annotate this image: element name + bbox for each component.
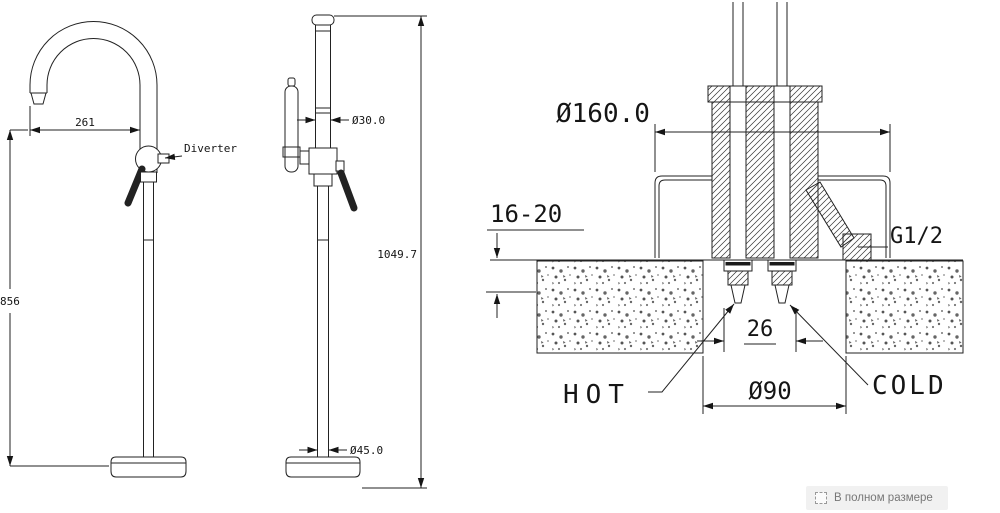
floor-base bbox=[110, 456, 187, 478]
cold-channel-top bbox=[773, 85, 791, 103]
diverter-cross-body bbox=[308, 147, 338, 175]
diverter-callout: Diverter bbox=[164, 142, 237, 161]
pipe-coupling bbox=[140, 171, 157, 183]
hot-channel-top bbox=[729, 85, 747, 103]
side-coupling bbox=[313, 173, 333, 187]
dim-text-261: 261 bbox=[75, 116, 95, 129]
cover-right bbox=[818, 175, 891, 258]
handle-lever bbox=[124, 165, 146, 207]
body-wall-left bbox=[711, 101, 731, 259]
side-view-drawing bbox=[282, 14, 361, 478]
body-wall-center bbox=[745, 101, 775, 259]
thread-size-label: G1/2 bbox=[890, 224, 943, 249]
cross-side-outlet bbox=[299, 150, 310, 165]
cold-label: COLD bbox=[872, 371, 947, 401]
dim-text-856: 856 bbox=[0, 295, 20, 308]
front-view-drawing bbox=[29, 21, 187, 478]
cold-inlet-connector bbox=[767, 259, 797, 304]
hand-shower-wand bbox=[284, 85, 299, 173]
dim-text-d90: Ø90 bbox=[748, 377, 791, 405]
fullsize-icon bbox=[815, 492, 827, 504]
fullsize-button-label: В полном размере bbox=[834, 492, 933, 504]
hot-inlet-connector bbox=[723, 259, 753, 304]
side-handle-lever bbox=[337, 169, 358, 212]
installation-drawing bbox=[490, 2, 964, 354]
floor-slab-right bbox=[845, 260, 964, 354]
dim-spout-height: 856 bbox=[0, 129, 109, 467]
gooseneck-outer bbox=[29, 21, 158, 150]
spout-tip bbox=[30, 92, 47, 105]
floor-slab-left bbox=[536, 260, 704, 354]
fullsize-button[interactable]: В полном размере bbox=[806, 486, 948, 510]
dim-pipe-diameter: Ø30.0 bbox=[297, 114, 385, 127]
dim-deck-thickness: 16-20 bbox=[486, 200, 584, 318]
dim-text-d30: Ø30.0 bbox=[352, 114, 385, 127]
lever-hub bbox=[335, 160, 345, 172]
dim-inlet-spacing: 26 bbox=[697, 308, 823, 352]
body-wall-right bbox=[789, 101, 819, 259]
hot-label: HOT bbox=[563, 380, 631, 410]
thread-size-callout: G1/2 bbox=[858, 224, 943, 249]
spout-cap bbox=[311, 14, 335, 26]
dim-escutcheon-diameter: Ø160.0 bbox=[556, 99, 891, 172]
dim-text-d160: Ø160.0 bbox=[556, 99, 650, 129]
cold-callout: COLD bbox=[789, 304, 947, 401]
body-top-flange bbox=[707, 85, 823, 103]
wand-nub bbox=[287, 77, 296, 87]
hot-callout: HOT bbox=[563, 303, 735, 410]
diverter-knob bbox=[157, 153, 170, 164]
dim-text-26: 26 bbox=[747, 317, 774, 342]
dim-base-pipe-diameter: Ø45.0 bbox=[299, 444, 383, 457]
dim-hole-diameter: Ø90 bbox=[702, 356, 847, 414]
dim-total-height: 1049.7 bbox=[334, 15, 427, 489]
dim-text-d45: Ø45.0 bbox=[350, 444, 383, 457]
cover-left bbox=[654, 175, 712, 258]
dim-text-1049: 1049.7 bbox=[377, 248, 417, 261]
side-floor-base bbox=[285, 456, 361, 478]
dim-spout-reach: 261 bbox=[29, 106, 140, 136]
diverter-label: Diverter bbox=[184, 142, 237, 155]
gooseneck-inner bbox=[46, 38, 141, 150]
dim-text-16-20: 16-20 bbox=[490, 200, 562, 228]
